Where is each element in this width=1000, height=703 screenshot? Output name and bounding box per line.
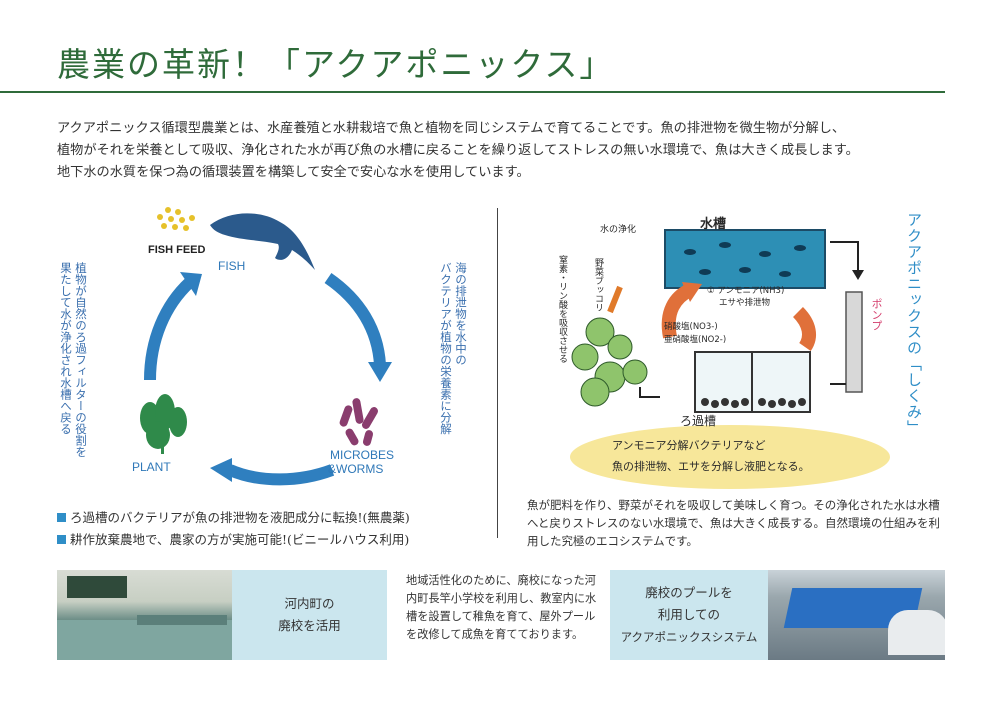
pump-pipe (845, 291, 863, 393)
box1-line: 廃校を活用 (278, 618, 341, 633)
microbes-icon (339, 398, 378, 446)
cycle-diagram (140, 207, 392, 486)
blackboard-shape (67, 576, 127, 598)
bullet-text: 耕作放棄農地で、農家の方が実施可能!(ビニールハウス利用) (70, 532, 410, 547)
box2-line: 利用しての (657, 607, 721, 622)
nutrient-label: 窒素・リン酸を吸収させる (557, 255, 567, 363)
right-vertical-note: 海の排泄物を水中の バクテリアが植物の栄養素に分解 (438, 262, 468, 462)
section-divider (497, 208, 498, 538)
vegetable-cluster (571, 317, 648, 407)
plant-icon (140, 394, 187, 454)
fish-label: FISH (218, 259, 246, 273)
ammonia-label: ① アンモニア(NH3) (707, 286, 785, 296)
tank-rim-shape (137, 615, 227, 625)
box2-line: アクアポニックスシステム (620, 630, 758, 644)
mechanism-sketch (570, 229, 890, 489)
pump-label: ポンプ (870, 298, 883, 331)
intro-line: アクアポニックス循環型農業とは、水産養殖と水耕栽培で魚と植物を同じシステムで育て… (57, 121, 846, 136)
cycle-arrow-bottom (227, 464, 335, 486)
note-line: バクテリアが植物の栄養素に分解 (439, 262, 453, 435)
reuse-school-box: 河内町の 廃校を活用 (232, 570, 387, 660)
note-line: 果たして水が浄化され水槽へ戻る (59, 262, 73, 435)
purify-label: 水の浄化 (600, 225, 637, 235)
pool-system-box: 廃校のプールを 利用しての アクアポニックスシステム (610, 570, 768, 660)
intro-line: 地下水の水質を保つ為の循環装置を構築して安全で安心な水を使用しています。 (57, 165, 530, 180)
mechanism-caption: 魚が肥料を作り、野菜がそれを吸収して美味しく育つ。その浄化された水は水槽へと戻り… (527, 498, 940, 548)
cycle-arrow-left (144, 277, 195, 381)
pool-photo (768, 570, 945, 660)
bullet-item: 耕作放棄農地で、農家の方が実施可能!(ビニールハウス利用) (57, 529, 410, 551)
nitrite-label: 亜硝酸塩(NO2-) (664, 335, 727, 345)
greenhouse-shape (888, 610, 945, 655)
intro-paragraph: アクアポニックス循環型農業とは、水産養殖と水耕栽培で魚と植物を同じシステムで育て… (57, 118, 947, 184)
fish-feed-label: FISH FEED (148, 244, 206, 256)
worms-label: &WORMS (328, 462, 384, 476)
box2-line: 廃校のプールを (645, 585, 733, 600)
page-title: 農業の革新！「アクアポニックス」 (57, 45, 615, 84)
note-line: 海の排泄物を水中の (454, 262, 468, 366)
classroom-photo (57, 570, 232, 660)
vegetables-label: 野菜ブッコリ (593, 258, 603, 312)
bullet-text: ろ過槽のバクテリアが魚の排泄物を液肥成分に転換!(無農薬) (70, 510, 410, 525)
filter-label: ろ過槽 (680, 414, 717, 428)
regional-revitalization-text: 地域活性化のために、廃校になった河内町長竿小学校を利用し、教室内に水槽を設置して… (406, 574, 597, 641)
nitrate-label: 硝酸塩(NO3-) (664, 322, 718, 332)
mechanism-title: アクアポニックスの「しくみ」 (905, 212, 923, 436)
water-tank (664, 229, 826, 289)
tank-shape (57, 620, 232, 660)
left-vertical-note: 植物が自然のろ過フィルターの役割を 果たして水が浄化され水槽へ戻る (58, 262, 88, 462)
bacteria-line-1: アンモニア分解バクテリアなど (612, 439, 766, 452)
ammonia-sub-label: エサや排泄物 (719, 298, 771, 308)
fish-feed-icon (157, 207, 195, 231)
box1-line: 河内町の (284, 596, 335, 611)
title-rule (0, 91, 945, 93)
bacteria-line-2: 魚の排泄物、エサを分解し液肥となる。 (612, 460, 810, 473)
plant-label: PLANT (132, 460, 171, 474)
cycle-arrow-top-right (324, 273, 386, 366)
tank-label: 水槽 (700, 217, 727, 232)
microbes-label: MICROBES (330, 448, 395, 462)
feature-bullets: ろ過槽のバクテリアが魚の排泄物を液肥成分に転換!(無農薬) 耕作放棄農地で、農家… (57, 507, 410, 551)
bullet-square-icon (57, 535, 66, 544)
intro-line: 植物がそれを栄養として吸収、浄化された水が再び魚の水槽に戻ることを繰り返してスト… (57, 143, 859, 158)
bullet-square-icon (57, 513, 66, 522)
bacteria-blob (570, 425, 890, 489)
fish-icon (210, 213, 315, 270)
note-line: 植物が自然のろ過フィルターの役割を (74, 262, 88, 458)
bullet-item: ろ過槽のバクテリアが魚の排泄物を液肥成分に転換!(無農薬) (57, 507, 410, 529)
